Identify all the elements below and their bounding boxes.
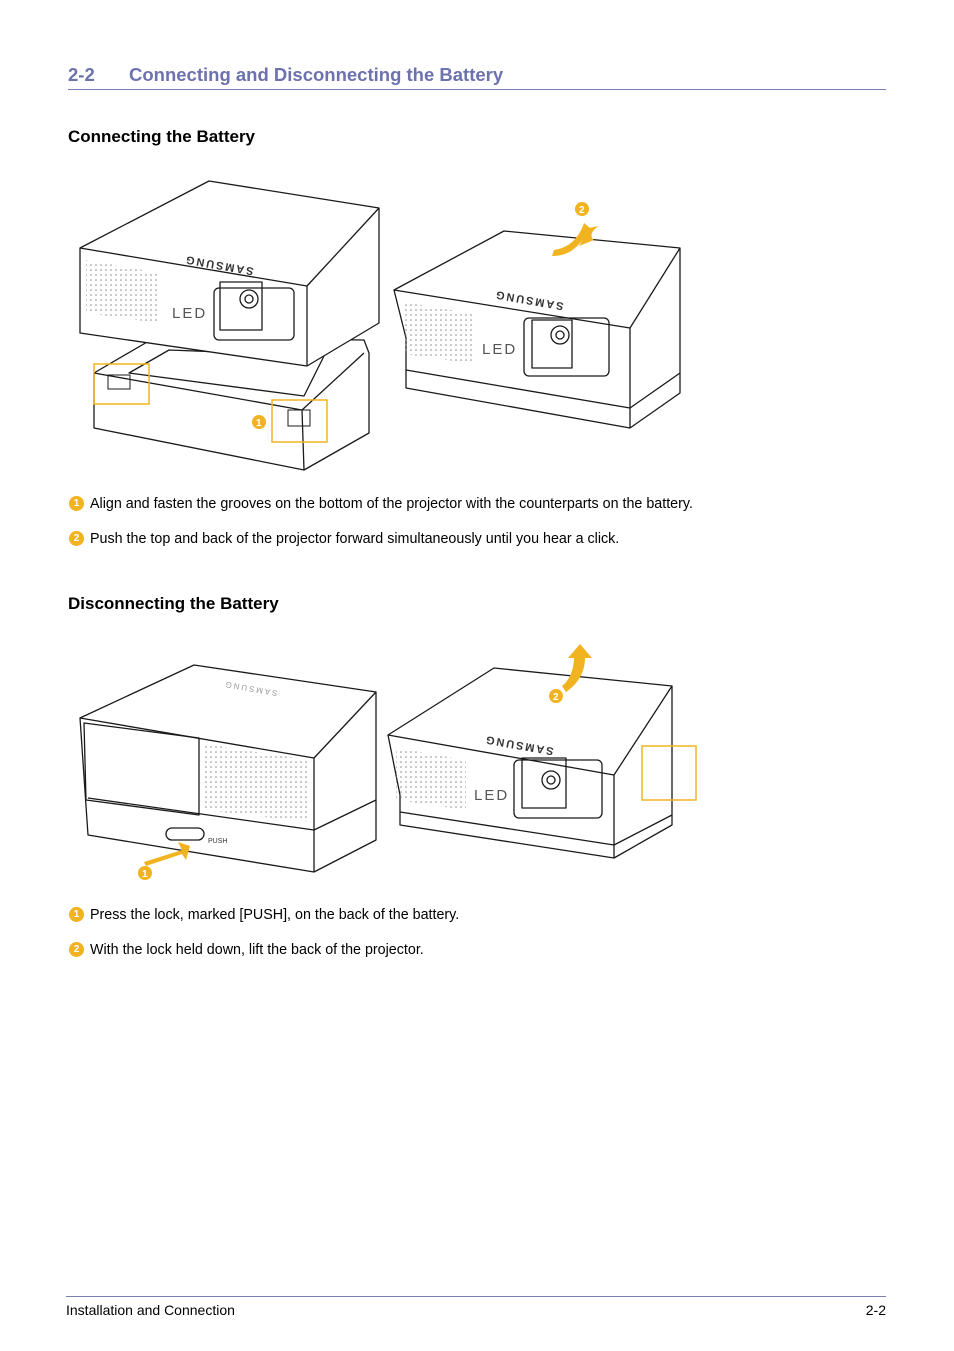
push-arrow [579, 226, 599, 246]
push-label: PUSH [208, 838, 227, 845]
disconnecting-step-1: 1 Press the lock, marked [PUSH], on the b… [69, 906, 459, 924]
connecting-step-1: 1 Align and fasten the grooves on the bot… [69, 495, 693, 513]
step-text: Align and fasten the grooves on the bott… [90, 496, 693, 512]
led-logo-left: LED [172, 305, 207, 322]
page-footer: Installation and Connection 2-2 [66, 1296, 886, 1318]
step-marker: 1 [69, 906, 84, 922]
disconnecting-heading: Disconnecting the Battery [68, 594, 279, 613]
footer-page-number: 2-2 [865, 1302, 886, 1318]
callout-1-label: 1 [256, 418, 262, 429]
callout-1-badge [252, 415, 266, 429]
speaker-grille [86, 260, 159, 323]
svg-text:LED: LED [172, 305, 207, 322]
speaker-grille-lift [396, 748, 466, 810]
disconnecting-illustration: SAMSUNG PUSH 1 LED SAMSUNG 2 [79, 644, 697, 880]
speaker-grille-right [404, 302, 474, 364]
disc-callout-2-badge [549, 689, 563, 703]
step-marker: 2 [69, 941, 84, 957]
footer-chapter: Installation and Connection [66, 1302, 235, 1318]
step-marker: 2 [69, 530, 84, 546]
led-logo-right: LED [482, 341, 517, 358]
connecting-illustration: LED SAMSUNG 1 LED SAMSUNG 2 [79, 180, 681, 471]
callout-2-badge [575, 202, 589, 216]
groove-callouts [93, 363, 328, 443]
speaker-grille-back [204, 744, 309, 822]
lock-callout-box [641, 745, 697, 801]
step-text: Press the lock, marked [PUSH], on the ba… [90, 907, 460, 923]
section-number: 2-2 [68, 64, 95, 85]
disc-callout-2-label: 2 [553, 692, 559, 703]
lift-arrow [562, 644, 592, 692]
section-header: 2-2 Connecting and Disconnecting the Bat… [68, 62, 886, 90]
disconnecting-step-2: 2 With the lock held down, lift the back … [69, 941, 424, 959]
connecting-step-2: 2 Push the top and back of the projector … [69, 530, 619, 548]
press-arrow [144, 842, 190, 866]
led-logo-lift: LED [474, 787, 509, 804]
callout-2-label: 2 [579, 205, 585, 216]
step-text: Push the top and back of the projector f… [90, 531, 620, 547]
section-title: Connecting and Disconnecting the Battery [129, 64, 504, 85]
connecting-heading: Connecting the Battery [68, 127, 256, 146]
disc-callout-1-badge [138, 866, 152, 880]
disc-callout-1-label: 1 [142, 869, 148, 880]
step-marker: 1 [69, 495, 84, 511]
step-text: With the lock held down, lift the back o… [90, 942, 424, 958]
